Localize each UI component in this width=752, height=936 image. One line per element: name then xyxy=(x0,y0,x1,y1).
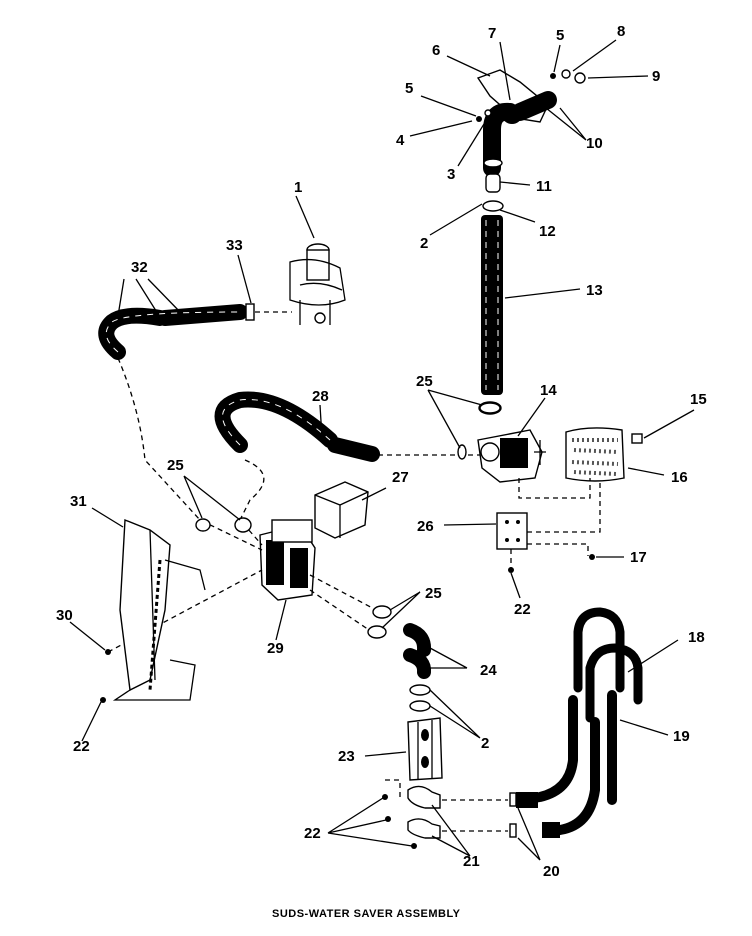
label-31: 31 xyxy=(70,493,87,510)
hose-28 xyxy=(214,391,501,462)
label-3: 3 xyxy=(447,166,455,183)
pump xyxy=(477,401,546,483)
clamps-25-left xyxy=(195,517,252,533)
label-19: 19 xyxy=(673,728,690,745)
label-26: 26 xyxy=(417,518,434,535)
label-24: 24 xyxy=(480,662,497,679)
switch-box xyxy=(496,478,601,573)
part-labels: 7 5 8 6 9 5 4 10 3 11 1 2 12 33 32 13 25… xyxy=(56,23,707,880)
label-30: 30 xyxy=(56,607,73,624)
label-5-top: 5 xyxy=(556,27,564,44)
label-8: 8 xyxy=(617,23,625,40)
label-7: 7 xyxy=(488,25,496,42)
leader-lines xyxy=(69,39,695,861)
label-22-mid: 22 xyxy=(514,601,531,618)
label-16: 16 xyxy=(671,469,688,486)
label-10: 10 xyxy=(586,135,603,152)
label-15: 15 xyxy=(690,391,707,408)
label-25-mid: 25 xyxy=(416,373,433,390)
label-9: 9 xyxy=(652,68,660,85)
drain-hoses xyxy=(516,607,643,838)
diagram-caption: SUDS-WATER SAVER ASSEMBLY xyxy=(272,908,461,920)
cover-27 xyxy=(314,481,369,539)
label-33: 33 xyxy=(226,237,243,254)
label-6: 6 xyxy=(432,42,440,59)
label-22-bottom: 22 xyxy=(304,825,321,842)
hose-32 xyxy=(98,303,255,360)
label-20: 20 xyxy=(543,863,560,880)
elbows-24 xyxy=(367,605,432,712)
label-14: 14 xyxy=(540,382,557,399)
bracket-31 xyxy=(100,518,206,703)
tee-fittings-21 xyxy=(382,779,517,849)
label-2-top: 2 xyxy=(420,235,428,252)
label-4: 4 xyxy=(396,132,405,149)
manifold-23 xyxy=(407,717,443,781)
label-32: 32 xyxy=(131,259,148,276)
top-elbow-assembly xyxy=(476,69,586,212)
label-13: 13 xyxy=(586,282,603,299)
label-29: 29 xyxy=(267,640,284,657)
label-21: 21 xyxy=(463,853,480,870)
label-25-left: 25 xyxy=(167,457,184,474)
water-valve xyxy=(255,243,346,325)
label-12: 12 xyxy=(539,223,556,240)
label-23: 23 xyxy=(338,748,355,765)
label-18: 18 xyxy=(688,629,705,646)
label-17: 17 xyxy=(630,549,647,566)
label-11: 11 xyxy=(536,178,552,195)
label-27: 27 xyxy=(392,469,409,486)
label-2-bottom: 2 xyxy=(481,735,489,752)
label-28: 28 xyxy=(312,388,329,405)
label-1: 1 xyxy=(294,179,302,196)
label-25-right: 25 xyxy=(425,585,442,602)
long-hose xyxy=(481,215,503,395)
solenoid xyxy=(565,427,643,482)
label-5-left: 5 xyxy=(405,80,413,97)
label-22-left: 22 xyxy=(73,738,90,755)
